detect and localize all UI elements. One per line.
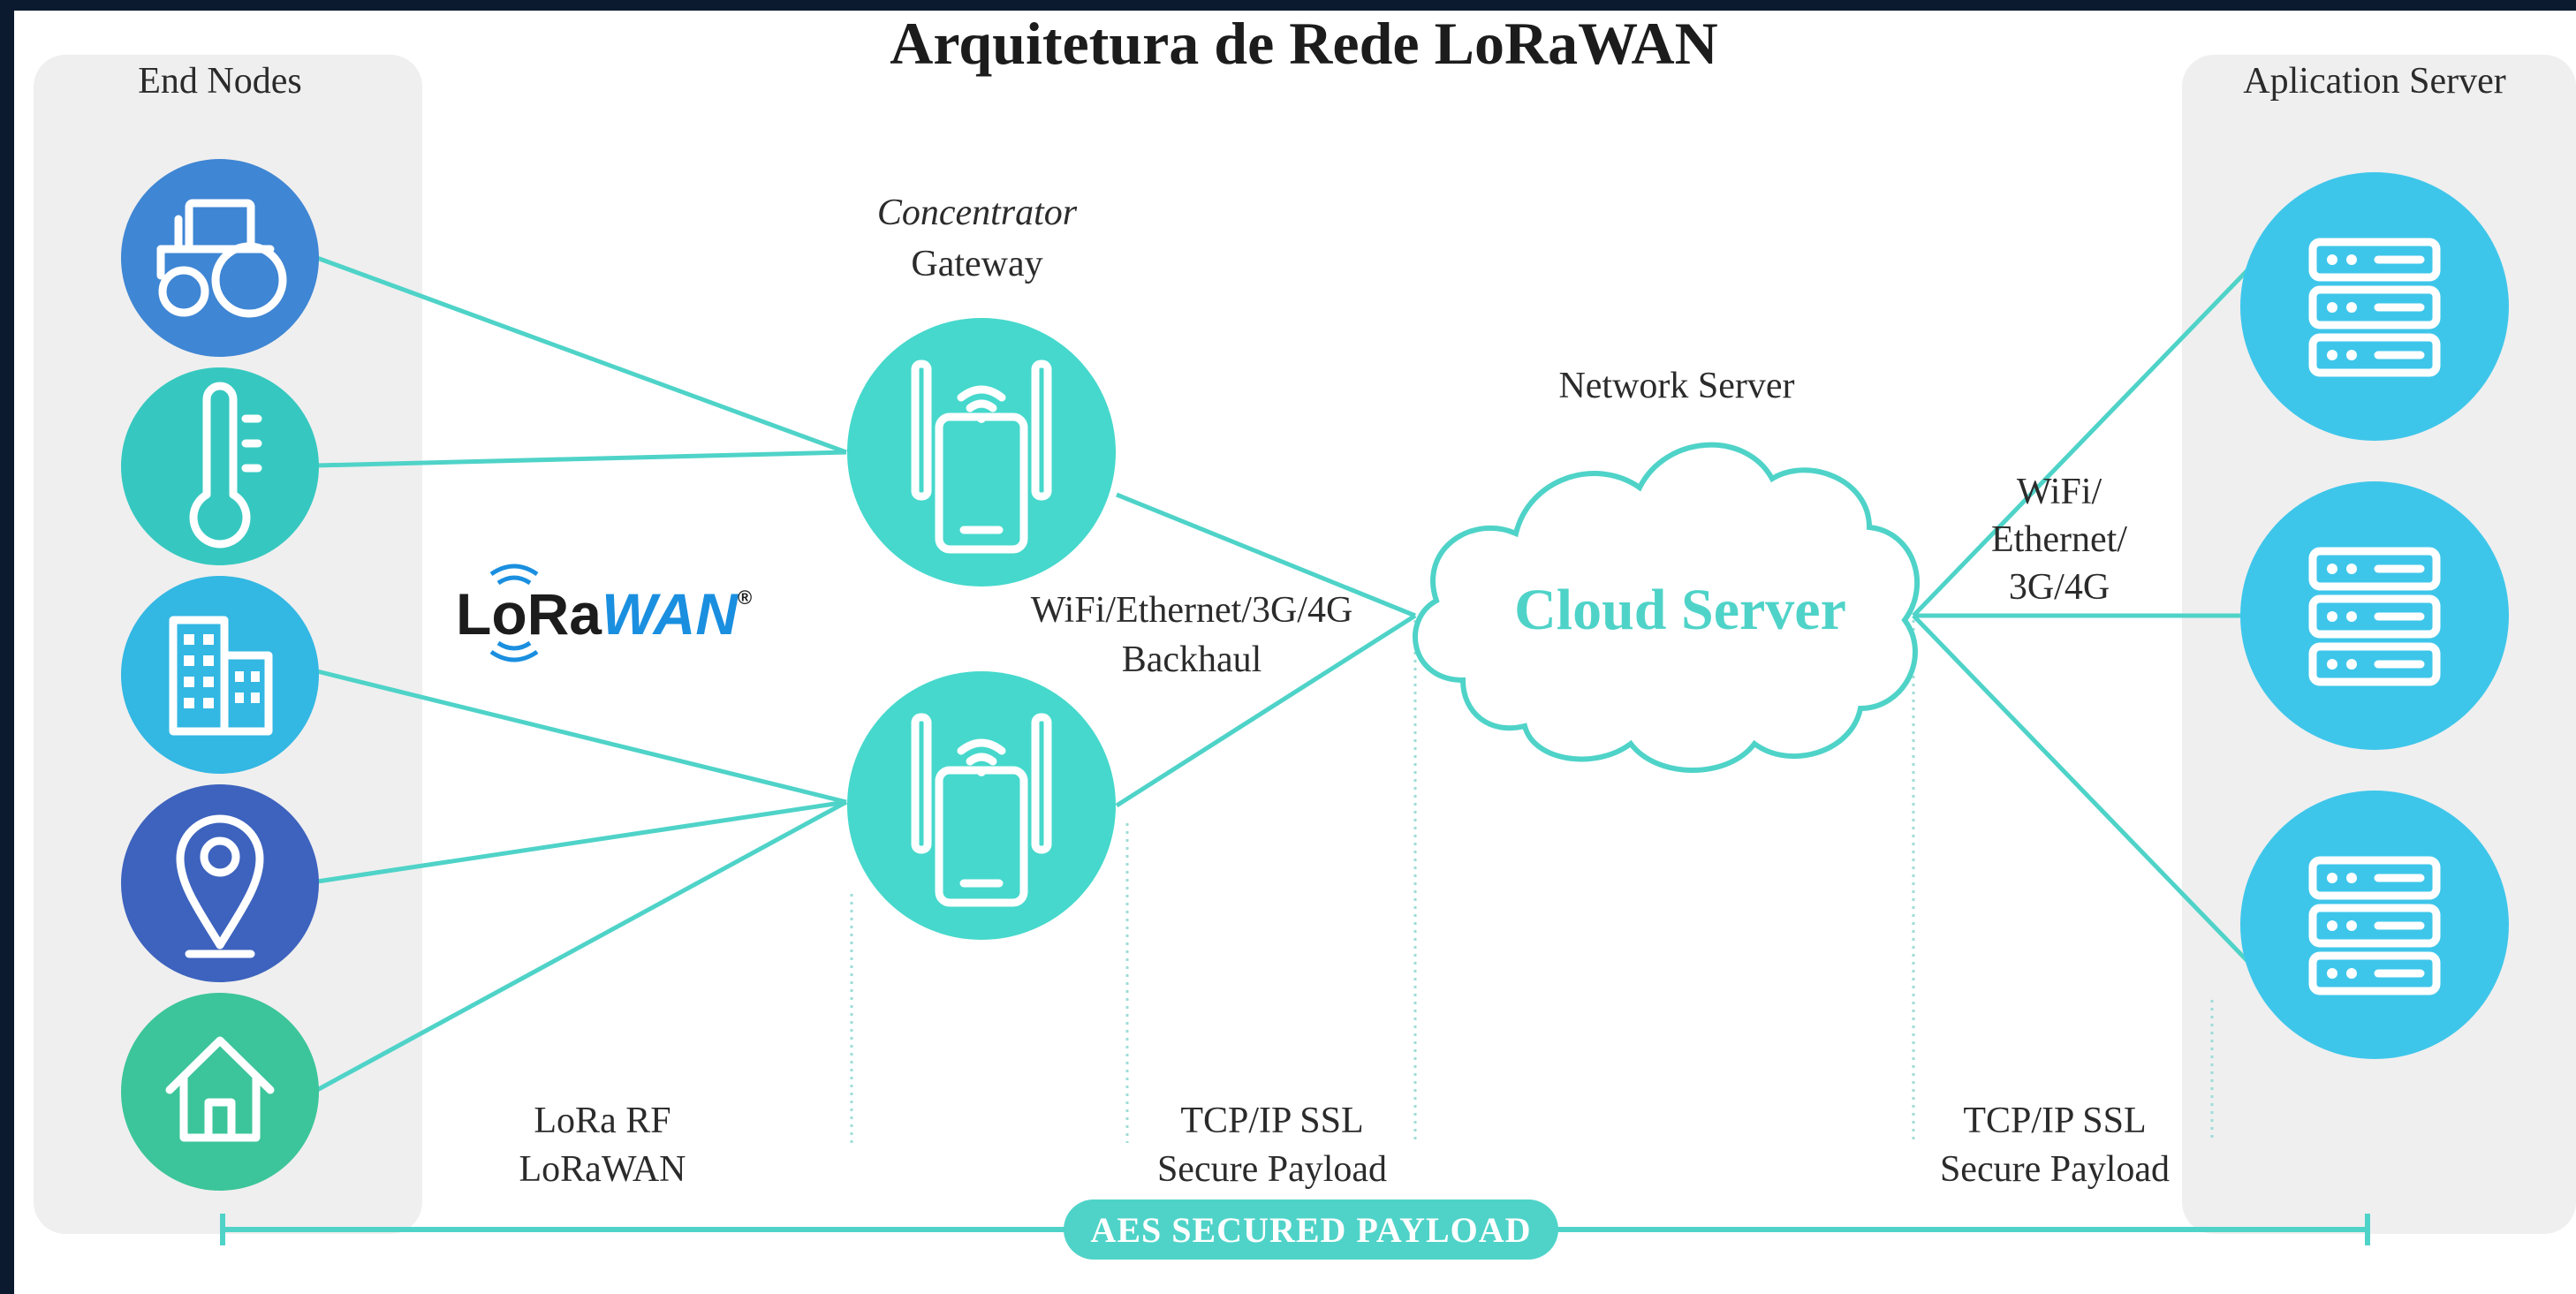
link-thermometer-gateway1: [281, 450, 847, 469]
gateway-label: Gateway: [911, 244, 1042, 284]
tractor-icon: [156, 199, 287, 318]
tcp-gateway-label-line1: TCP/IP SSL: [1180, 1101, 1363, 1141]
aes-badge: [1064, 1199, 1558, 1260]
location-pin-icon: [176, 814, 264, 958]
server-rack-icon: [2308, 238, 2441, 377]
router-icon: [911, 713, 1052, 907]
network-server-label: Network Server: [1558, 366, 1794, 406]
tcp-gateway-label-line2: Secure Payload: [1157, 1149, 1387, 1190]
app-link-label-line3: 3G/4G: [2009, 567, 2110, 608]
connection-lines: [281, 255, 2251, 1093]
end-node-tractor: [121, 159, 319, 357]
logo-mark: ®: [738, 586, 752, 609]
application-server-header: Aplication Server: [2243, 61, 2505, 102]
lora-label-line2: LoRaWAN: [519, 1149, 686, 1190]
link-cloud-server1: [1912, 267, 2251, 617]
link-gateway2-cloud: [1115, 613, 1417, 808]
router-icon: [911, 359, 1052, 554]
backhaul-label-line2: Backhaul: [1122, 639, 1262, 680]
link-cloud-server3: [1912, 614, 2251, 965]
link-gateway1-cloud: [1116, 492, 1416, 618]
cloud-icon: [1413, 442, 1921, 773]
app-server-2: [2240, 481, 2509, 750]
tcp-app-label-line1: TCP/IP SSL: [1963, 1101, 2146, 1141]
dotted-separators: [850, 620, 2214, 1143]
logo-signal-icon: [489, 564, 539, 662]
cloud-server-text: Cloud Server: [1514, 578, 1846, 642]
server-rack-icon: [2308, 547, 2441, 686]
end-node-location: [121, 784, 319, 982]
diagram-canvas: Arquitetura de Rede LoRaWAN End Nodes Ap…: [14, 11, 2576, 1294]
app-server-1: [2240, 172, 2509, 441]
gateway-2: [847, 671, 1116, 940]
svg-text:LoRaWAN®: LoRaWAN®: [456, 581, 752, 647]
logo-text-lora: LoRa: [456, 581, 602, 647]
aes-secured-bar: AES SECURED PAYLOAD: [220, 1199, 2370, 1260]
link-location-gateway2: [316, 799, 847, 884]
end-nodes: [121, 159, 319, 1191]
cloud-server: Cloud Server: [1413, 442, 1921, 773]
app-link-label-line1: WiFi/: [2017, 472, 2102, 512]
app-link-label-line2: Ethernet/: [1991, 519, 2127, 560]
lorawan-logo: LoRaWAN®: [456, 564, 752, 662]
aes-badge-text: AES SECURED PAYLOAD: [1090, 1210, 1531, 1250]
building-icon: [169, 616, 273, 736]
end-node-building: [121, 576, 319, 774]
thermometer-icon: [189, 382, 262, 549]
app-server-3: [2240, 791, 2509, 1059]
end-node-thermometer: [121, 367, 319, 565]
link-building-gateway2: [316, 669, 847, 805]
application-servers: [2240, 172, 2509, 1059]
logo-text-wan: WAN: [602, 581, 739, 647]
diagram-title: Arquitetura de Rede LoRaWAN: [890, 11, 1718, 77]
server-rack-icon: [2308, 856, 2441, 995]
backhaul-label-line1: WiFi/Ethernet/3G/4G: [1031, 590, 1353, 631]
architecture-diagram: Arquitetura de Rede LoRaWAN End Nodes Ap…: [34, 11, 2576, 1260]
end-nodes-header: End Nodes: [138, 61, 301, 102]
link-tractor-gateway1: [316, 255, 847, 455]
gateway-1: [847, 318, 1116, 586]
end-node-house: [121, 993, 319, 1191]
link-house-gateway2: [315, 799, 848, 1093]
lora-label-line1: LoRa RF: [534, 1101, 671, 1141]
house-icon: [165, 1036, 275, 1142]
gateway-label-concentrator: Concentrator: [877, 193, 1078, 233]
tcp-app-label-line2: Secure Payload: [1940, 1149, 2170, 1190]
